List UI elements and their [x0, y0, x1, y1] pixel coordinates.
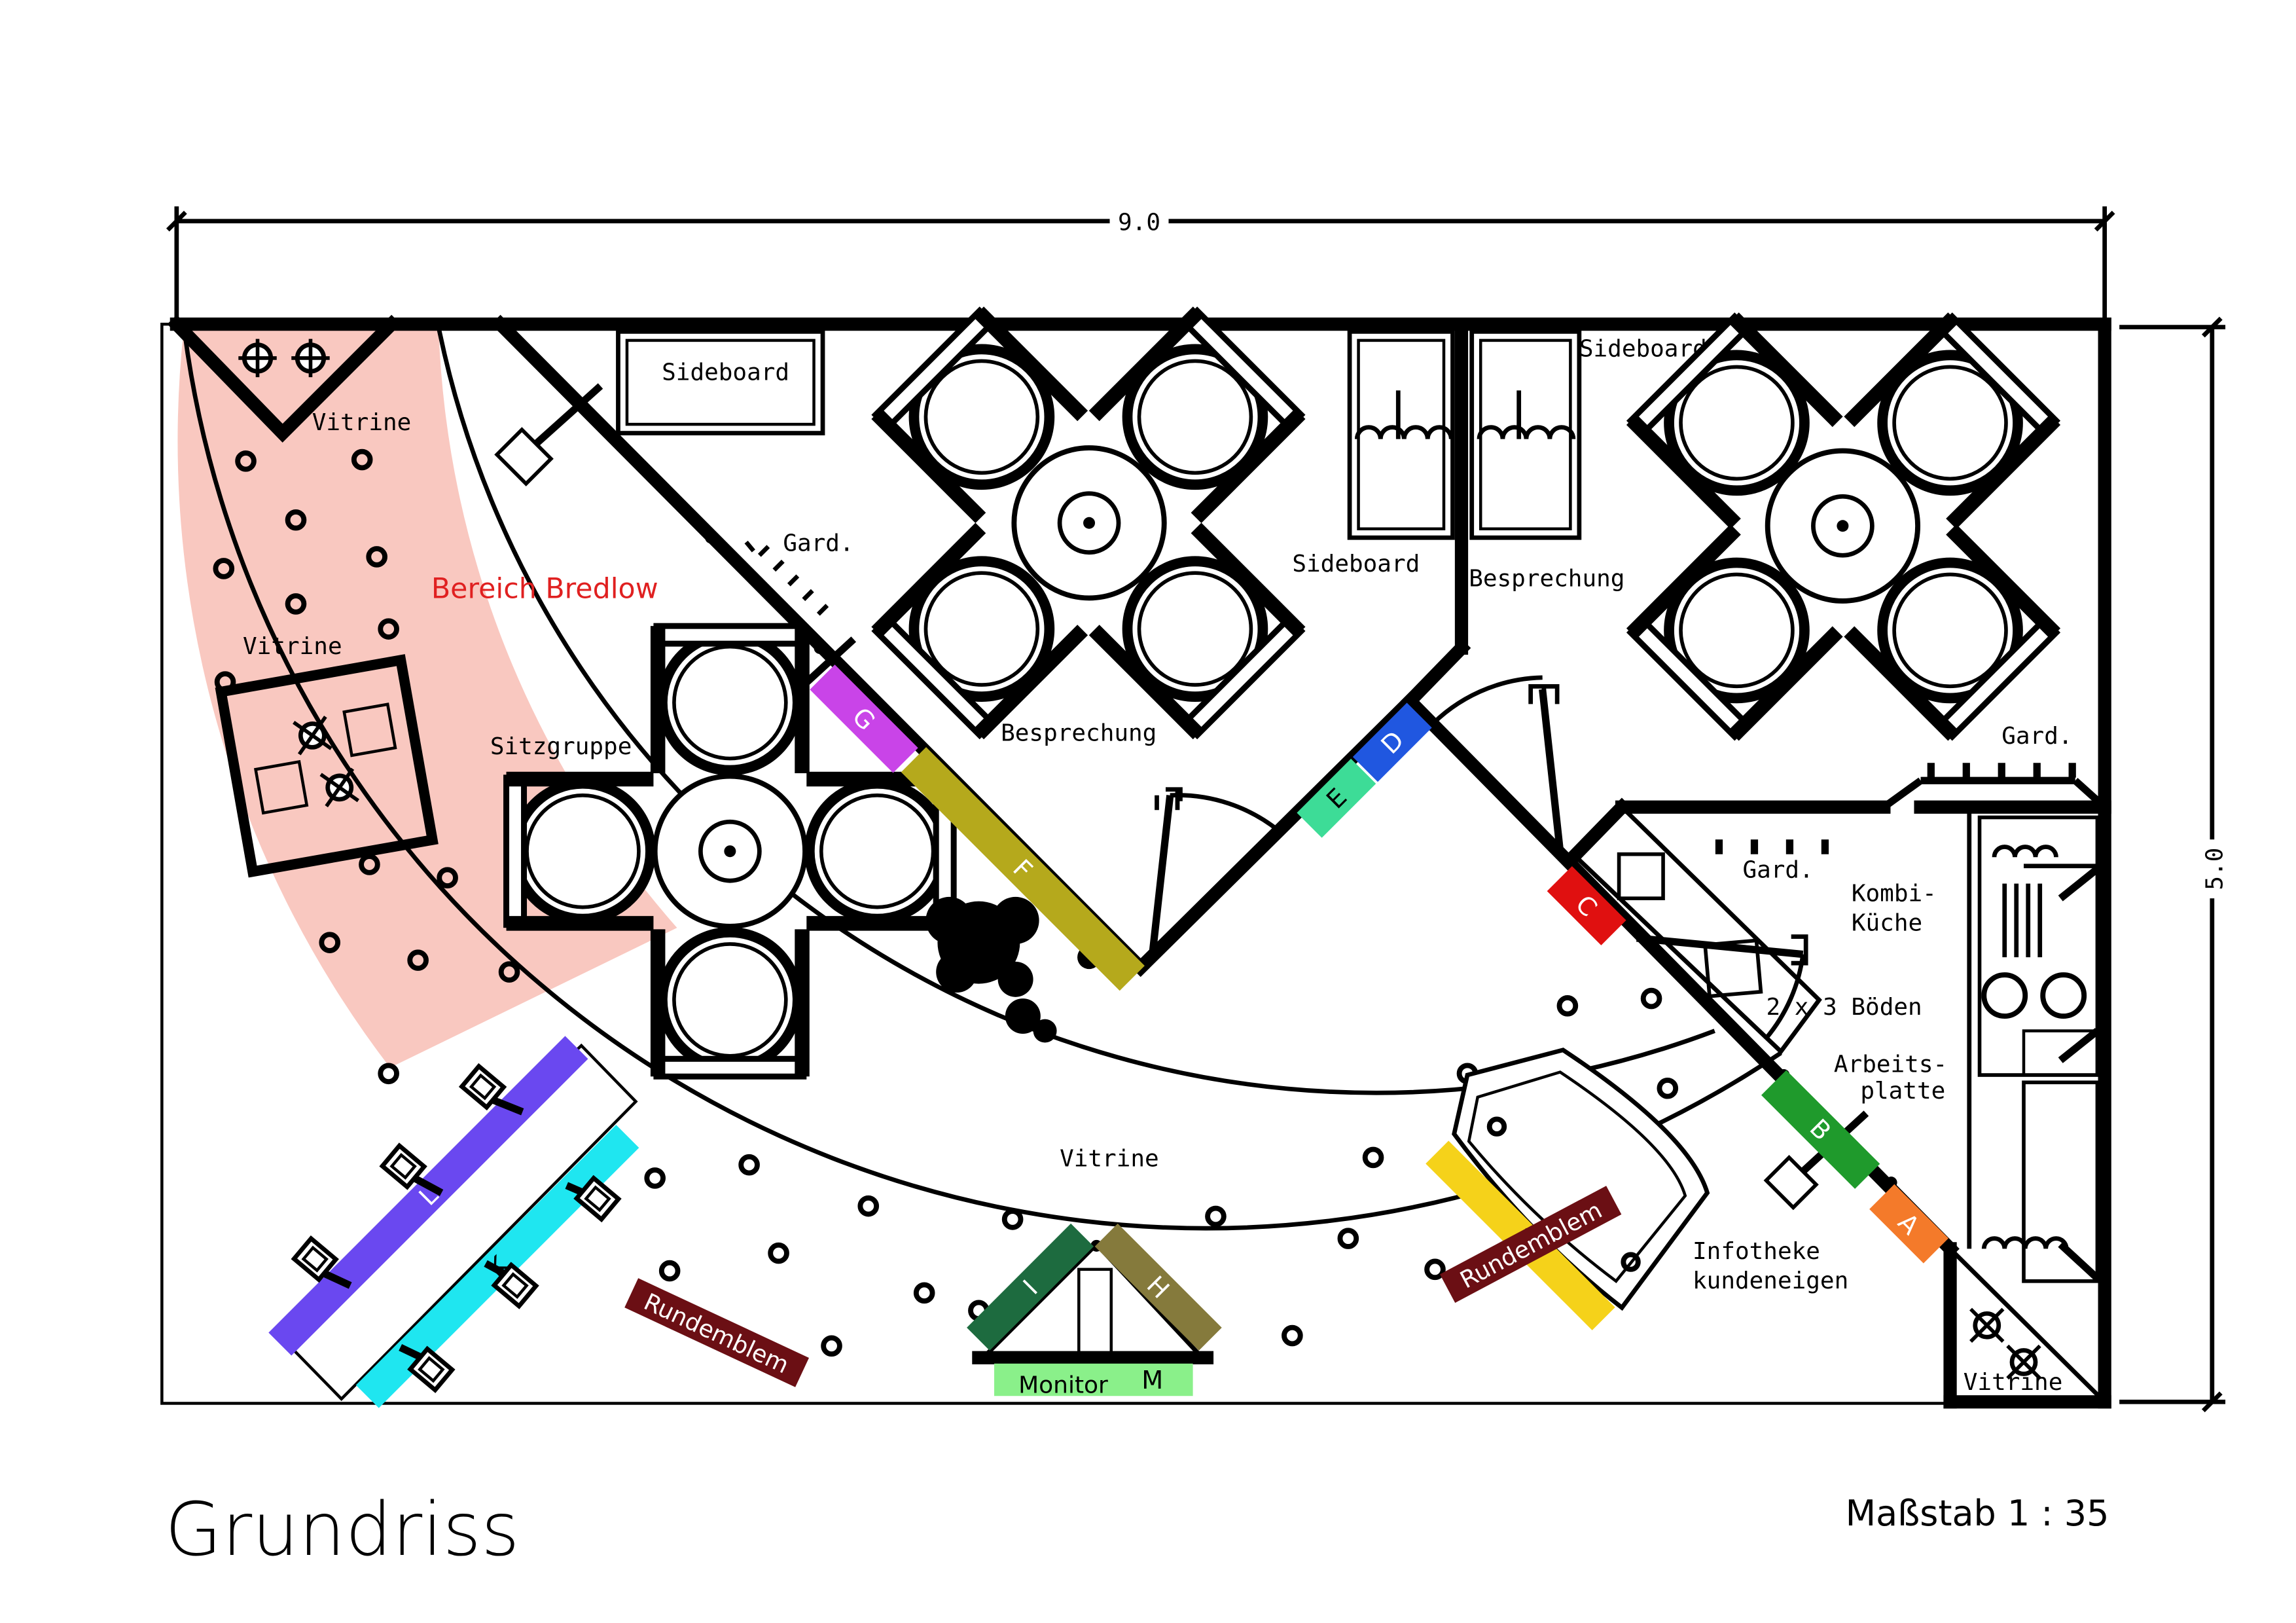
besprechung-table-1 — [871, 306, 1305, 739]
drawing-title: Grundriss — [165, 1487, 520, 1573]
height-dimension: 5.0 — [2119, 316, 2230, 1413]
kitchen-counter — [1574, 803, 1822, 1055]
boeden-label: 2 x 3 Böden — [1766, 994, 1922, 1021]
panel-letter-m: M — [1141, 1366, 1163, 1395]
panel-i: I — [967, 1223, 1094, 1351]
panel-strip-d — [1352, 702, 1432, 782]
vitrine-label-1: Vitrine — [312, 409, 412, 436]
garderobe-2 — [1715, 839, 1829, 854]
panel-strip-b — [1761, 1070, 1880, 1189]
gard-label-3: Gard. — [2001, 723, 2072, 750]
panel-strip-f — [901, 747, 1145, 991]
kombi-label-1: Kombi- — [1852, 881, 1937, 907]
rundemblem-1: Rundemblem — [624, 1278, 810, 1387]
panel-strip-l — [268, 1036, 588, 1356]
sideboard-label-1: Sideboard — [662, 359, 789, 386]
infotheke — [1452, 1048, 1710, 1311]
height-label: 5.0 — [2202, 848, 2229, 890]
sideboard-label-2: Sideboard — [1292, 551, 1420, 577]
arbeit-label-2: platte — [1860, 1078, 1945, 1104]
bredlow-label: Bereich Bredlow — [431, 572, 658, 605]
panel-strips: ABCDEFGHIJKLM — [268, 665, 1949, 1408]
sideboard-2 — [1347, 329, 1455, 540]
panel-g: G — [810, 665, 918, 773]
kombi-kueche — [1977, 815, 2100, 1077]
besprechung-table-2 — [1626, 312, 2060, 740]
besprechung-label-2: Besprechung — [1469, 565, 1624, 592]
monitor-label: Monitor — [1018, 1372, 1108, 1399]
wall-feet — [294, 1067, 619, 1391]
monitor-stand — [972, 1239, 1214, 1364]
panel-h: H — [1094, 1223, 1222, 1351]
vitrine-bottom-right — [1948, 1247, 2107, 1404]
sideboard-label-3: Sideboard — [1579, 336, 1707, 363]
panel-m: M — [994, 1363, 1193, 1396]
door-2 — [1426, 675, 1564, 852]
arbeit-label-1: Arbeits- — [1834, 1051, 1947, 1078]
width-label: 9.0 — [1118, 209, 1160, 236]
rundemblem-label-1: Rundemblem — [639, 1288, 793, 1379]
gard-label-1: Gard. — [783, 530, 853, 556]
besprechung-label-1: Besprechung — [1001, 720, 1157, 747]
panel-d: D — [1352, 702, 1432, 782]
vitrine-top-left — [167, 314, 401, 443]
panel-b: B — [1761, 1070, 1880, 1189]
vitrine-square — [215, 654, 439, 878]
width-dimension: 9.0 — [166, 203, 2115, 327]
door-1 — [1149, 787, 1282, 955]
vitrine-label-3: Vitrine — [1060, 1145, 1159, 1172]
vitrine-label-2: Vitrine — [243, 633, 342, 660]
garderobe-3 — [1927, 763, 2076, 778]
arbeitsplatte — [1981, 1028, 2100, 1283]
info-label-1: Infotheke — [1693, 1238, 1820, 1265]
double-wall — [274, 1043, 638, 1401]
panel-strip-g — [810, 665, 918, 773]
panel-f: F — [901, 747, 1145, 991]
kombi-label-2: Küche — [1852, 910, 1922, 937]
panel-strip-m — [994, 1363, 1193, 1396]
panel-strip-a — [1869, 1184, 1949, 1264]
panel-a: A — [1869, 1184, 1949, 1264]
vitrine-label-4: Vitrine — [1964, 1369, 2063, 1396]
sideboard-1 — [616, 329, 825, 435]
panel-strip-h — [1094, 1223, 1222, 1351]
gard-label-2: Gard. — [1742, 857, 1813, 884]
panel-e: E — [1297, 758, 1376, 838]
sitzgruppe-label: Sitzgruppe — [490, 733, 632, 760]
panel-strip-c — [1547, 866, 1626, 945]
info-label-2: kundeneigen — [1693, 1267, 1848, 1294]
curved-display-inner — [436, 326, 1715, 1095]
panel-strip-i — [967, 1223, 1094, 1351]
spotlight-1 — [494, 383, 603, 486]
panel-c: C — [1547, 866, 1626, 945]
panel-strip-e — [1297, 758, 1376, 838]
drawing-scale: Maßstab 1 : 35 — [1846, 1493, 2109, 1534]
sideboard-3 — [1469, 329, 1582, 540]
